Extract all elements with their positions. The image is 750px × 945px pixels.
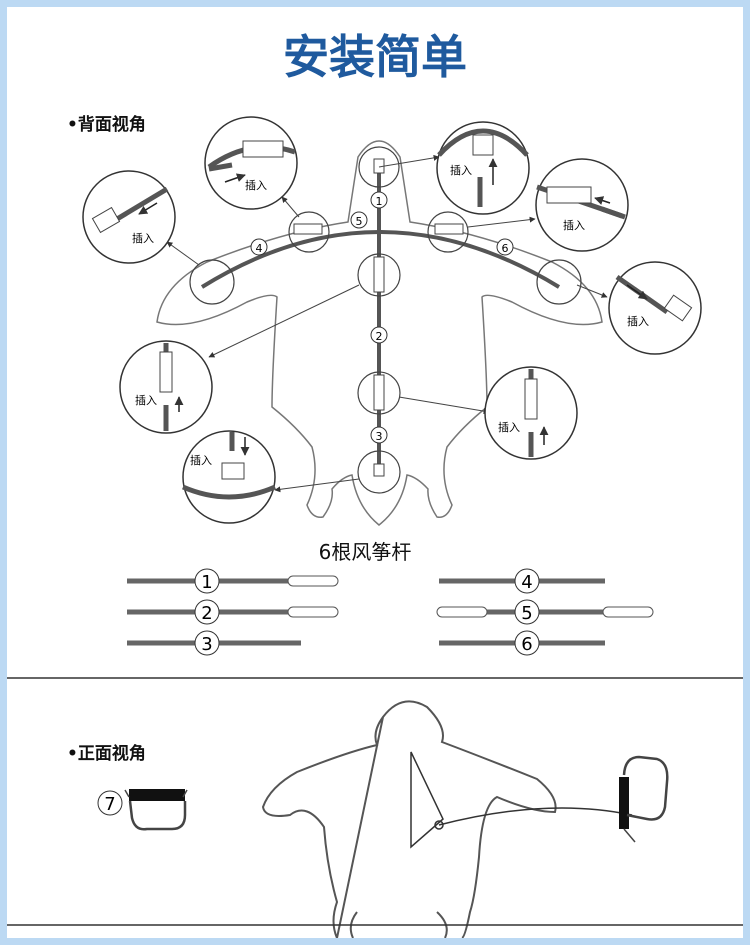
insert-label-left: 插入 xyxy=(132,231,154,245)
back-view-label: •背面视角 xyxy=(67,114,146,135)
joint-circles xyxy=(189,146,582,494)
insert-label-top-center: 插入 xyxy=(450,163,472,177)
rod-3 xyxy=(127,630,301,656)
kite-marker-5: 5 xyxy=(356,215,363,228)
callout-top-left xyxy=(204,116,298,210)
callout-bottom xyxy=(182,430,276,524)
rods-title: 6根风筝杆 xyxy=(319,540,412,564)
rod-4 xyxy=(439,568,605,594)
kite-rod-markers xyxy=(250,191,514,444)
callout-mid-left xyxy=(119,340,213,434)
rod-6 xyxy=(439,630,605,656)
insert-label-mid-left: 插入 xyxy=(135,393,157,407)
kite-front-sail xyxy=(410,751,633,849)
rod-6-number: 6 xyxy=(521,634,532,655)
rod-1 xyxy=(127,568,339,594)
insert-label-right: 插入 xyxy=(627,314,649,328)
joint-sleeves xyxy=(293,158,464,477)
rod-4-number: 4 xyxy=(521,572,532,593)
callout-mid-right xyxy=(484,366,578,460)
rod-2 xyxy=(127,599,339,625)
front-view-label: •正面视角 xyxy=(67,743,146,764)
handle-on-line xyxy=(619,755,669,843)
cross-rod xyxy=(200,230,561,289)
rod-3-number: 3 xyxy=(201,634,212,655)
insert-label-top-right: 插入 xyxy=(563,218,585,232)
kite-marker-2: 2 xyxy=(376,330,383,343)
kite-back-outline xyxy=(156,140,603,526)
kite-front-outline xyxy=(261,700,557,938)
kite-marker-1: 1 xyxy=(376,195,383,208)
kite-marker-6: 6 xyxy=(502,242,509,255)
rod-1-number: 1 xyxy=(201,572,212,593)
rod-2-number: 2 xyxy=(201,603,212,624)
callout-right xyxy=(608,261,702,355)
kite-marker-4: 4 xyxy=(256,242,263,255)
rod-5-number: 5 xyxy=(521,603,532,624)
callout-top-right xyxy=(535,158,629,252)
page-title: 安装简单 xyxy=(283,30,467,84)
kite-marker-3: 3 xyxy=(376,430,383,443)
callout-left xyxy=(82,170,176,264)
leader-lines xyxy=(166,154,608,493)
callout-top-center xyxy=(436,121,530,215)
rod-5 xyxy=(436,599,654,625)
insert-label-bottom: 插入 xyxy=(190,453,212,467)
insert-label-mid-right: 插入 xyxy=(498,420,520,434)
insert-label-top-left: 插入 xyxy=(245,178,267,192)
handle-icon xyxy=(97,789,188,831)
page: 安装简单 •背面视角 1 2 3 5 4 6 xyxy=(7,7,743,938)
handle-number: 7 xyxy=(104,794,115,815)
